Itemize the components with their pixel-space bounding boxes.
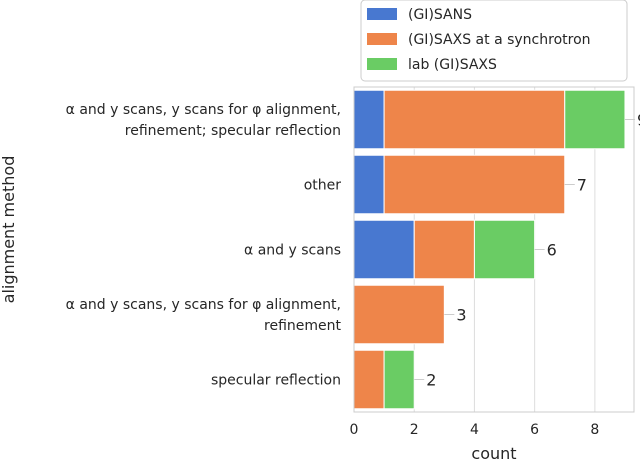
x-axis-label: count — [471, 444, 516, 462]
total-label: 3 — [456, 306, 466, 325]
x-tick-label: 0 — [350, 422, 359, 438]
bar-segment — [353, 154, 385, 215]
x-tick-label: 4 — [470, 422, 479, 438]
total-label: 7 — [577, 176, 587, 195]
y-tick-labels: α and y scans, y scans for φ alignment,r… — [66, 102, 342, 389]
legend-box — [360, 0, 628, 82]
bar-segment — [383, 349, 415, 410]
legend-swatch — [367, 8, 397, 20]
y-axis-label: alignment method — [0, 156, 18, 304]
bar-segment — [383, 89, 566, 150]
bar-segment — [353, 284, 445, 345]
plot-frame — [353, 86, 635, 413]
y-tick-label: α and y scans, y scans for φ alignment,r… — [66, 102, 341, 139]
legend: (GI)SANS (GI)SAXS at a synchrotron lab (GI… — [360, 0, 628, 82]
bars-layer — [353, 89, 626, 410]
bar-segment — [353, 349, 385, 410]
bar-segment — [473, 219, 536, 280]
bar-segment — [353, 89, 385, 150]
x-tick-label: 8 — [590, 422, 599, 438]
y-tick-label: specular reflection — [211, 373, 341, 389]
x-tick-label: 2 — [410, 422, 419, 438]
legend-swatch — [367, 58, 397, 70]
y-tick-label: α and y scans — [244, 243, 341, 259]
x-tick-label: 6 — [530, 422, 539, 438]
legend-swatch — [367, 33, 397, 45]
bar-segment — [383, 154, 566, 215]
totals-layer: 9 7 6 3 2 — [414, 111, 640, 390]
legend-entry: lab (GI)SAXS — [408, 57, 497, 73]
legend-entry: (GI)SAXS at a synchrotron — [408, 32, 591, 48]
bar-segment — [564, 89, 626, 150]
total-label: 2 — [426, 371, 436, 390]
y-tick-label: other — [304, 178, 342, 194]
legend-entry: (GI)SANS — [408, 7, 472, 23]
y-tick-label: α and y scans, y scans for φ alignment,r… — [66, 297, 342, 334]
x-tick-labels: 0 2 4 6 8 — [350, 422, 600, 438]
total-label: 9 — [637, 111, 640, 130]
bar-segment — [353, 219, 415, 280]
total-label: 6 — [547, 241, 557, 260]
bar-segment — [413, 219, 475, 280]
